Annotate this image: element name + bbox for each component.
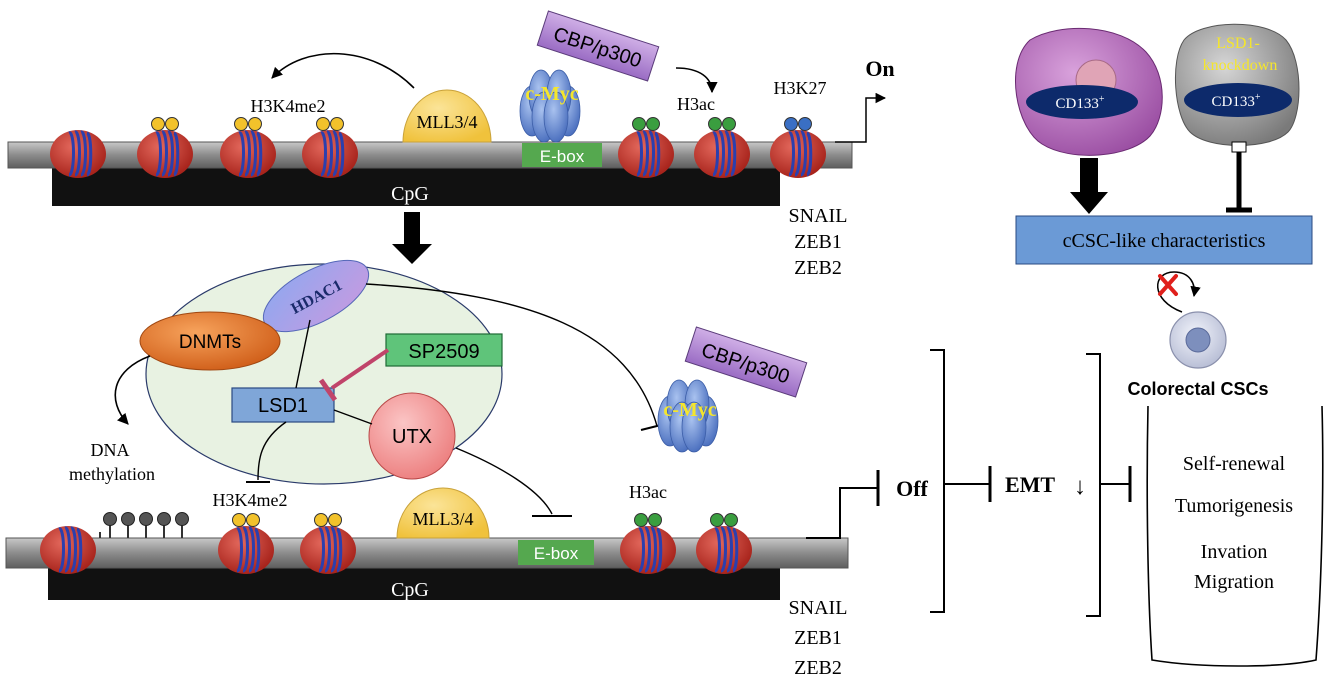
dna-methylation-label: DNA: [91, 440, 130, 460]
promote-arrow: [1070, 158, 1108, 214]
cbp-box: [684, 326, 808, 398]
lsd1-kd-label: knockdown: [1203, 57, 1278, 74]
cscs-label: Colorectal CSCs: [1127, 379, 1268, 399]
off-label: Off: [896, 476, 928, 501]
cd133-label: CD133+: [1056, 94, 1105, 112]
lsd1-kd-label: LSD1-: [1216, 35, 1260, 52]
mll-shape: [402, 89, 492, 143]
sp2509-label: SP2509: [408, 341, 479, 363]
utx-circle: [368, 392, 456, 480]
off-inhibit-line: [806, 487, 878, 539]
gene-label: ZEB1: [794, 627, 842, 649]
cpg-label: CpG: [391, 183, 429, 205]
top-panel: CpG E-box MLL3/4 H3K4me2 c-Myc CBP/p300 …: [7, 10, 895, 279]
gene-label: SNAIL: [789, 205, 848, 227]
gene-label: ZEB1: [794, 231, 842, 253]
cd133-nucleus: [1184, 83, 1292, 117]
transition-arrow: [392, 212, 432, 264]
h3ac-label: H3ac: [677, 94, 715, 114]
cbp-box: [536, 10, 660, 82]
h3k4me2-label: H3K4me2: [251, 96, 326, 116]
sp2509-inhibit: [330, 348, 390, 390]
emt-label: EMT: [1005, 472, 1055, 497]
right-panel: CD133+ LSD1- knockdown CD133+ cCSC-like …: [1015, 23, 1324, 667]
mll-arrow: [271, 52, 415, 89]
methylation-pins: [99, 511, 190, 539]
utx-label: UTX: [392, 426, 432, 448]
mll-label: MLL3/4: [413, 509, 474, 529]
utx-ebox-inhibit: [455, 447, 553, 515]
hdac1-h3ac-inhibit: [365, 283, 658, 427]
outcome-label: Invation: [1201, 541, 1268, 563]
left-bracket: [930, 349, 945, 613]
nucleosome: [135, 117, 195, 180]
cpg-label: CpG: [391, 579, 429, 601]
ebox-box: [518, 540, 594, 565]
gene-label: SNAIL: [789, 597, 848, 619]
nucleosome: [298, 513, 358, 576]
nucleosome: [48, 128, 108, 180]
cbp-arrow: [675, 67, 718, 94]
on-arrow: [835, 92, 887, 143]
dnmts-label: DNMTs: [179, 332, 241, 353]
cpg-bar: [48, 568, 780, 600]
sp2509-inhibit-bar: [318, 378, 338, 402]
lsd1-h3k4-inhibit: [257, 421, 287, 481]
outcome-label: Tumorigenesis: [1175, 495, 1293, 517]
ebox-label: E-box: [540, 147, 585, 166]
outcome-label: Self-renewal: [1183, 453, 1286, 475]
cmyc-label: c-Myc: [525, 83, 578, 105]
lsd1-label: LSD1: [258, 395, 308, 417]
emt-down-arrow: ↓: [1074, 474, 1086, 500]
nucleosome: [38, 524, 98, 576]
ebox-label: E-box: [534, 544, 579, 563]
dna-methylation-label: methylation: [69, 464, 155, 484]
blocked-x-icon: [1158, 274, 1178, 296]
cd133-label: CD133+: [1212, 92, 1261, 110]
nucleosome: [768, 117, 828, 180]
lsd1-box: [231, 387, 335, 423]
on-label: On: [865, 56, 894, 81]
right-bracket: [1086, 353, 1101, 617]
h3k27-label: H3K27: [774, 78, 827, 98]
mll-label: MLL3/4: [417, 112, 478, 132]
h3ac-label: H3ac: [629, 482, 667, 502]
dnmts-arrow: [114, 355, 151, 425]
nucleosome: [692, 117, 752, 180]
nucleosome: [618, 513, 678, 576]
nucleosome: [216, 513, 276, 576]
nucleosome: [616, 117, 676, 180]
characteristics-box: [1015, 215, 1313, 265]
bottom-panel: CpG E-box MLL3/4 HDAC1 DNMTs SP2509 LSD1: [5, 259, 1132, 679]
nucleosome: [694, 513, 754, 576]
lsd1-utx-link: [333, 409, 373, 425]
outcomes-container: [1146, 405, 1324, 667]
mll-shape: [396, 487, 490, 539]
nucleosome: [218, 117, 278, 180]
ebox-box: [522, 143, 602, 167]
outcome-label: Migration: [1194, 571, 1274, 593]
gene-label: ZEB2: [794, 657, 842, 679]
gene-label: ZEB2: [794, 257, 842, 279]
dnmts-shape: [139, 311, 281, 371]
hdac1-lsd1-link: [295, 319, 311, 389]
knockdown-inhibit-top: [1231, 141, 1247, 153]
nucleosome: [300, 117, 360, 180]
cmyc-label: c-Myc: [663, 399, 716, 421]
cd133-nucleus: [1026, 85, 1138, 119]
cmyc-complex: [519, 69, 581, 143]
csc-nucleus: [1185, 327, 1211, 353]
characteristics-label: cCSC-like characteristics: [1063, 230, 1266, 252]
h3k4me2-label: H3K4me2: [213, 490, 288, 510]
self-renewal-loop: [1157, 271, 1201, 313]
